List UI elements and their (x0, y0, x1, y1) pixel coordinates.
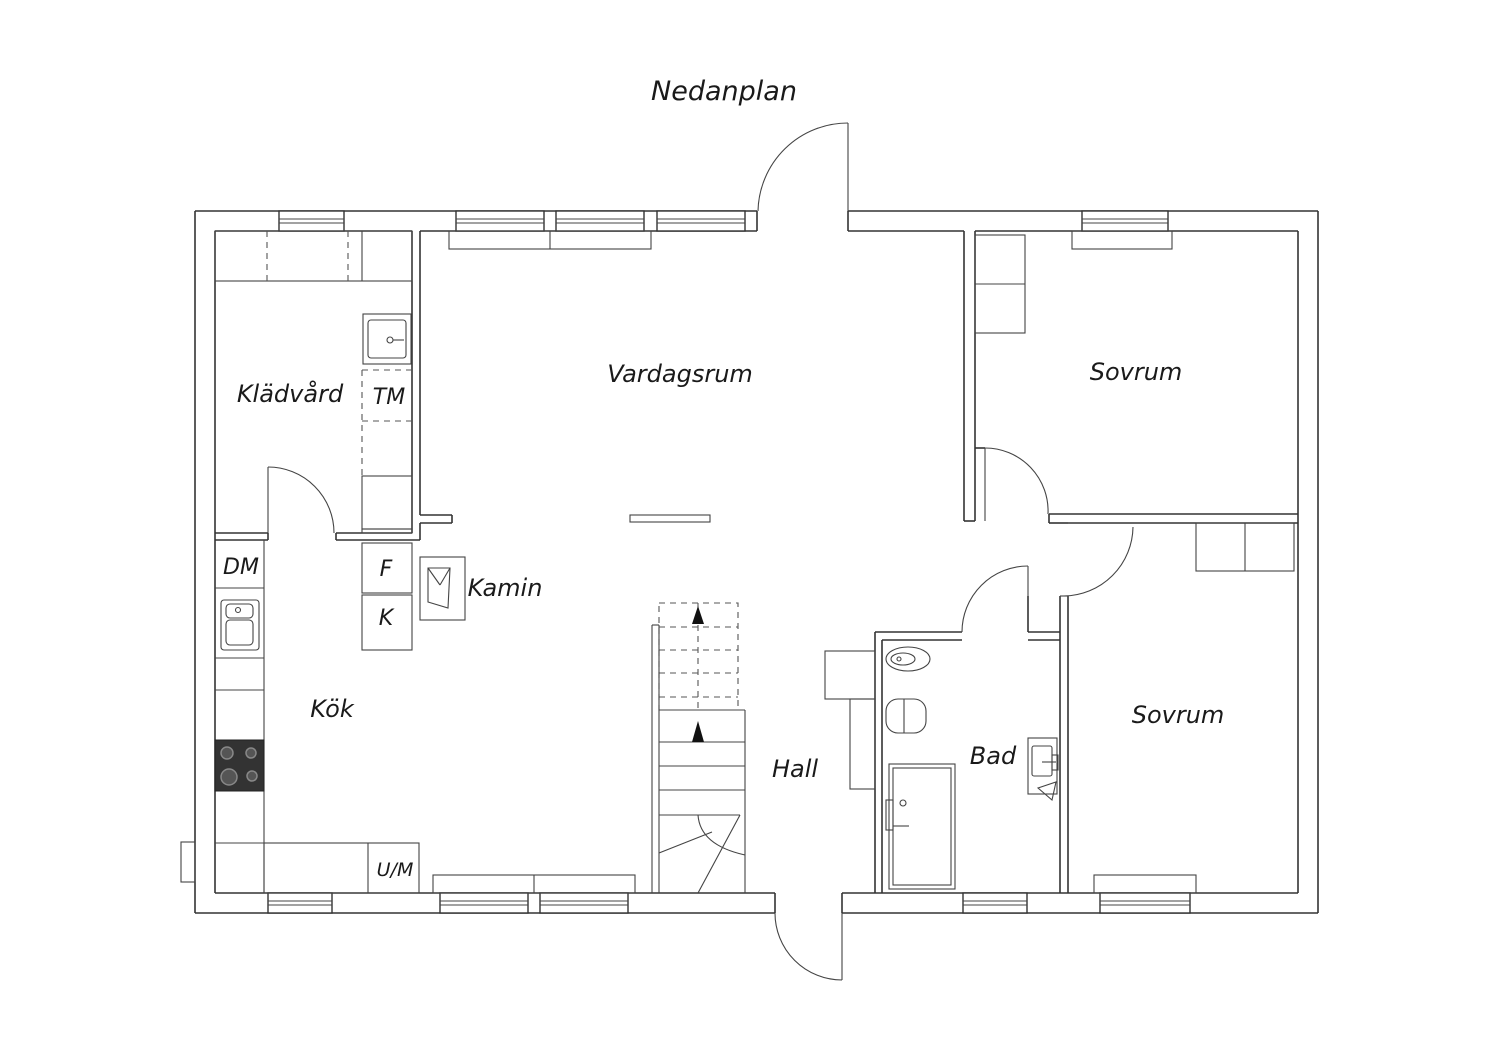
room-label-kamin: Kamin (468, 574, 543, 602)
doors (267, 122, 1134, 981)
kladvard-fixtures (214, 230, 413, 534)
appliance-label-k: K (379, 606, 395, 631)
room-label-kok: Kök (310, 695, 355, 723)
kamin-icon (419, 556, 466, 621)
kok-fixtures (214, 540, 420, 894)
appliance-label-tm: TM (373, 385, 405, 410)
appliance-label-um: U/M (377, 859, 414, 881)
appliance-label-f: F (380, 557, 393, 582)
room-label-sovrum-lower: Sovrum (1132, 701, 1225, 729)
plan-title: Nedanplan (651, 76, 797, 107)
room-label-hall: Hall (772, 755, 818, 783)
staircase (651, 602, 746, 894)
windows (267, 210, 1197, 914)
sovrum-fixtures (974, 234, 1295, 572)
room-label-sovrum-upper: Sovrum (1090, 358, 1183, 386)
appliance-label-dm: DM (223, 555, 259, 580)
bad-fixtures (885, 646, 1059, 890)
room-label-bad: Bad (970, 742, 1017, 770)
interior-walls (215, 231, 1298, 893)
room-label-kladvard: Klädvård (237, 379, 344, 408)
outer-walls (180, 210, 1319, 914)
room-label-vardagsrum: Vardagsrum (607, 360, 753, 388)
hall-closet (824, 650, 876, 790)
